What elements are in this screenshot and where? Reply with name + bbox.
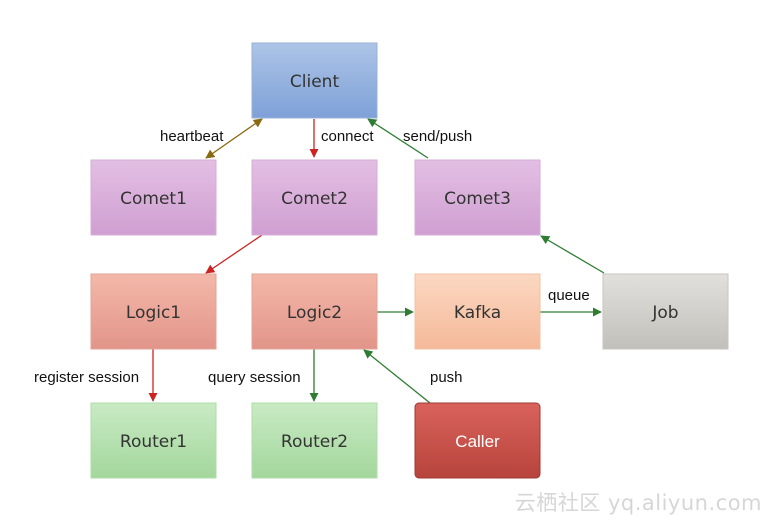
node-label-comet1: Comet1 [120, 189, 187, 209]
edge-job-comet3 [540, 235, 605, 274]
edge-send-push [367, 118, 429, 159]
edge-label-send-push: send/push [403, 128, 472, 145]
node-label-comet3: Comet3 [444, 189, 511, 209]
node-label-job: Job [651, 303, 678, 323]
edge-push [363, 349, 431, 404]
node-label-router1: Router1 [120, 432, 187, 452]
node-comet3: Comet3 [414, 159, 541, 236]
node-label-comet2: Comet2 [281, 189, 348, 209]
node-comet1: Comet1 [90, 159, 217, 236]
node-caller: Caller [414, 402, 541, 479]
edge-label-connect: connect [321, 128, 374, 145]
node-router1: Router1 [90, 402, 217, 479]
watermark: 云栖社区 yq.aliyun.com [514, 491, 762, 515]
edge-label-query-session: query session [208, 369, 301, 386]
edge-comet2-logic1 [205, 234, 263, 274]
node-label-kafka: Kafka [454, 303, 501, 323]
edge-heartbeat [205, 118, 263, 159]
node-comet2: Comet2 [251, 159, 378, 236]
node-label-client: Client [290, 72, 340, 92]
node-label-logic2: Logic2 [287, 303, 342, 323]
node-router2: Router2 [251, 402, 378, 479]
edge-label-register-session: register session [34, 369, 139, 386]
node-label-logic1: Logic1 [126, 303, 181, 323]
node-job: Job [602, 273, 729, 350]
edge-label-heartbeat: heartbeat [160, 128, 224, 145]
node-logic2: Logic2 [251, 273, 378, 350]
node-label-caller: Caller [455, 432, 500, 451]
node-logic1: Logic1 [90, 273, 217, 350]
edge-label-push: push [430, 369, 463, 386]
edge-label-queue: queue [548, 287, 590, 304]
node-client: Client [251, 42, 378, 119]
node-kafka: Kafka [414, 273, 541, 350]
node-label-router2: Router2 [281, 432, 348, 452]
